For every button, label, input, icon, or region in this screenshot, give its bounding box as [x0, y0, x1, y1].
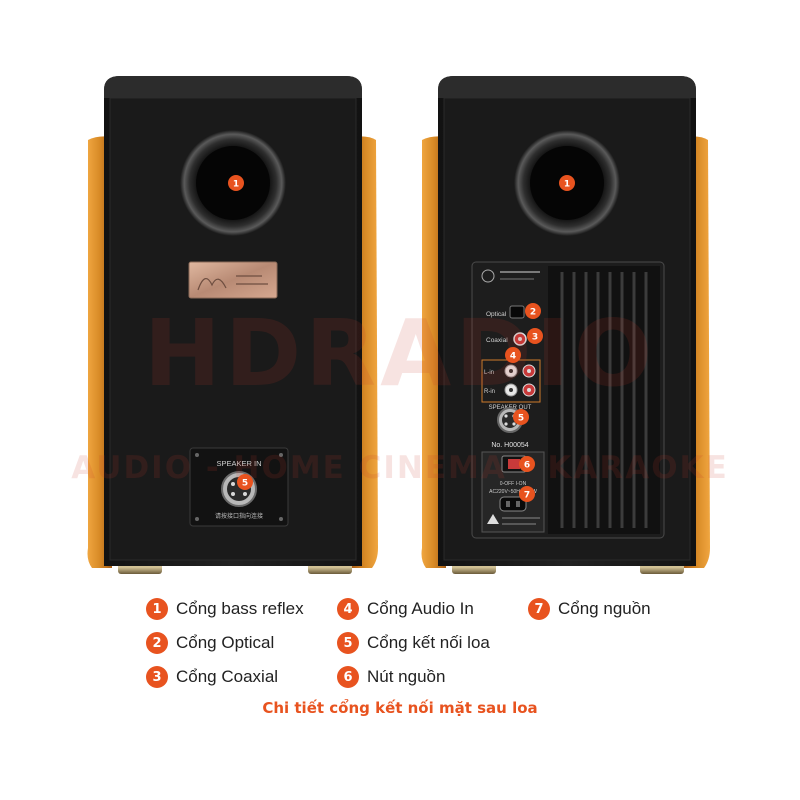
- legend-number: 3: [146, 666, 168, 688]
- legend-item-audio-in: 4 Cổng Audio In: [337, 596, 474, 622]
- optical-label: Optical: [486, 311, 507, 318]
- svg-text:3: 3: [532, 333, 538, 343]
- l-in-label: L-in: [484, 370, 494, 376]
- legend-item-optical: 2 Cổng Optical: [146, 630, 274, 656]
- svg-text:5: 5: [242, 479, 248, 489]
- svg-text:1: 1: [233, 180, 239, 190]
- legend-label: Cổng bass reflex: [176, 599, 304, 618]
- legend-item-speaker-connector: 5 Cổng kết nối loa: [337, 630, 490, 656]
- marker-5-right: 5: [513, 409, 529, 425]
- right-speaker: Optical Coaxial L-in R-in SPEAKER OUT No…: [421, 76, 710, 574]
- marker-6: 6: [519, 456, 535, 472]
- legend-label: Cổng kết nối loa: [367, 633, 490, 652]
- legend-label: Cổng nguồn: [558, 599, 651, 618]
- svg-text:4: 4: [510, 352, 516, 362]
- legend-number: 6: [337, 666, 359, 688]
- serial-label: No. H00054: [491, 442, 528, 449]
- legend-label: Cổng Optical: [176, 633, 275, 652]
- power-rating-label: AC220V~50Hz 120W: [489, 489, 537, 495]
- r-in-label: R-in: [484, 389, 495, 395]
- svg-text:6: 6: [524, 461, 530, 471]
- watermark-title: HDRADIO: [144, 300, 656, 407]
- left-speaker-in-label: SPEAKER IN: [216, 459, 261, 468]
- legend-label: Cổng Coaxial: [176, 667, 279, 686]
- legend: 1 Cổng bass reflex 2 Cổng Optical 3 Cổng…: [0, 596, 800, 736]
- svg-text:7: 7: [524, 491, 530, 501]
- left-speaker: SPEAKER IN 请按接口指向连接: [87, 76, 378, 574]
- left-chinese-label: 请按接口指向连接: [215, 512, 263, 520]
- legend-item-power-button: 6 Nút nguồn: [337, 664, 445, 690]
- marker-3: 3: [527, 328, 543, 344]
- legend-item-bass-reflex: 1 Cổng bass reflex: [146, 596, 304, 622]
- svg-text:1: 1: [564, 180, 570, 190]
- legend-item-power-port: 7 Cổng nguồn: [528, 596, 651, 622]
- marker-1-left: 1: [228, 175, 244, 191]
- marker-4: 4: [505, 347, 521, 363]
- legend-number: 5: [337, 632, 359, 654]
- legend-number: 2: [146, 632, 168, 654]
- legend-number: 7: [528, 598, 550, 620]
- marker-1-right: 1: [559, 175, 575, 191]
- legend-label: Nút nguồn: [367, 667, 446, 686]
- watermark-subtitle: AUDIO - HOME CINEMA - KARAOKE: [71, 450, 729, 486]
- svg-text:5: 5: [518, 414, 524, 424]
- legend-label: Cổng Audio In: [367, 599, 474, 618]
- speakers-illustration: SPEAKER IN 请按接口指向连接: [71, 76, 729, 574]
- legend-number: 1: [146, 598, 168, 620]
- power-switch-label: 0-OFF I-ON: [500, 481, 527, 487]
- marker-7: 7: [519, 486, 535, 502]
- speaker-photo: SPEAKER IN 请按接口指向连接: [71, 76, 729, 574]
- marker-2: 2: [525, 303, 541, 319]
- coaxial-label: Coaxial: [486, 337, 508, 344]
- marker-5-left: 5: [237, 474, 253, 490]
- svg-text:2: 2: [530, 308, 536, 318]
- caption: Chi tiết cổng kết nối mặt sau loa: [262, 699, 538, 717]
- legend-number: 4: [337, 598, 359, 620]
- legend-item-coaxial: 3 Cổng Coaxial: [146, 664, 278, 690]
